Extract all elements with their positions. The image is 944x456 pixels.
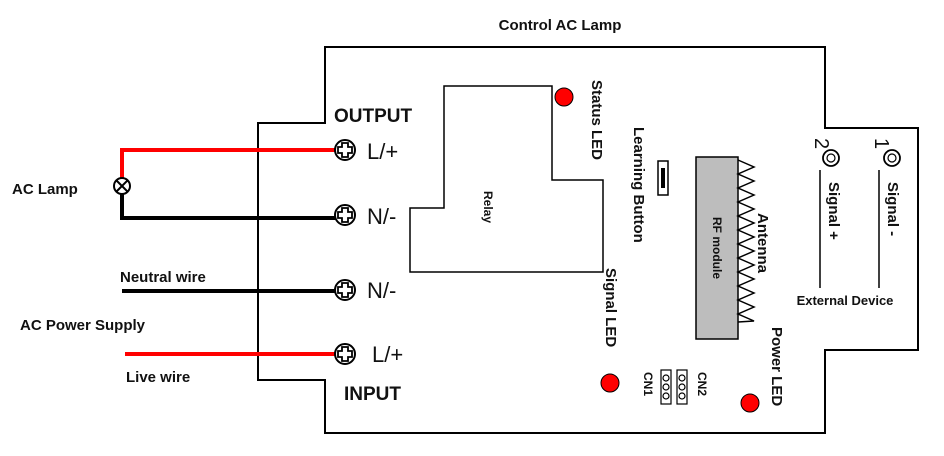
power-led-label: Power LED bbox=[768, 327, 785, 406]
neutral-wire-label: Neutral wire bbox=[120, 269, 206, 286]
signal-terminal-1-number: 1 bbox=[870, 138, 892, 149]
jumper-cn2-icon bbox=[676, 369, 688, 405]
ac-power-supply-label: AC Power Supply bbox=[20, 317, 146, 334]
terminal-input-neutral-label: N/- bbox=[367, 278, 396, 303]
relay bbox=[409, 85, 604, 273]
lamp-live-wire bbox=[120, 148, 345, 178]
jumper-cn2-label: CN2 bbox=[695, 372, 709, 396]
power-led-icon bbox=[740, 393, 760, 413]
status-led-icon bbox=[554, 87, 574, 107]
jumper-cn1-label: CN1 bbox=[641, 372, 655, 396]
signal-terminal-2-number: 2 bbox=[810, 138, 832, 149]
terminal-input-live-label: L/+ bbox=[372, 342, 403, 367]
signal-terminal-1-icon bbox=[883, 149, 901, 167]
ac-lamp-label: AC Lamp bbox=[12, 181, 78, 198]
external-device-label: External Device bbox=[797, 293, 894, 308]
relay-label: Relay bbox=[481, 191, 495, 223]
terminal-output-neutral-icon bbox=[334, 204, 356, 226]
terminal-output-live-label: L/+ bbox=[367, 139, 398, 164]
learning-button-label: Learning Button bbox=[630, 127, 647, 243]
signal-led-icon bbox=[600, 373, 620, 393]
live-wire-label: Live wire bbox=[126, 369, 190, 386]
input-label: INPUT bbox=[344, 384, 401, 405]
signal-led-label: Signal LED bbox=[602, 268, 619, 347]
output-label: OUTPUT bbox=[334, 106, 413, 127]
diagram-title: Control AC Lamp bbox=[499, 17, 622, 34]
signal-terminal-2-icon bbox=[822, 149, 840, 167]
terminal-input-neutral-icon bbox=[334, 279, 356, 301]
lamp-neutral-wire bbox=[120, 193, 345, 220]
jumper-cn1-icon bbox=[660, 369, 672, 405]
terminal-input-live-icon bbox=[334, 343, 356, 365]
ac-lamp-icon bbox=[113, 177, 131, 195]
antenna-label: Antenna bbox=[754, 213, 771, 274]
learning-button-icon-inner bbox=[661, 168, 665, 188]
antenna-icon bbox=[736, 159, 756, 323]
status-led-label: Status LED bbox=[588, 80, 605, 160]
rf-module bbox=[695, 156, 739, 340]
terminal-output-neutral-label: N/- bbox=[367, 204, 396, 229]
signal-minus-label: Signal - bbox=[884, 182, 901, 236]
terminal-output-live-icon bbox=[334, 139, 356, 161]
rf-module-label: RF module bbox=[710, 217, 724, 279]
signal-plus-label: Signal + bbox=[825, 182, 842, 240]
